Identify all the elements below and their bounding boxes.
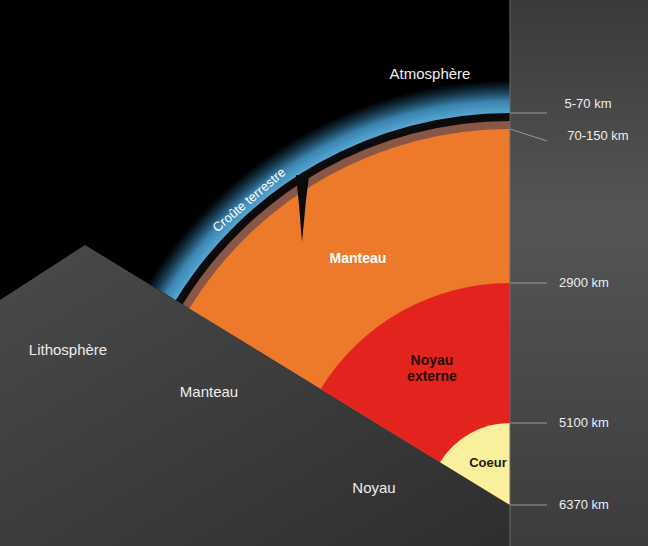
crust-layer [176, 113, 510, 505]
section-name: Manteau [180, 383, 238, 400]
layer-name: Coeur [469, 456, 507, 471]
layer-name: Manteau [330, 250, 387, 266]
section-name: Noyau [352, 479, 395, 496]
depth-label: 5-70 km [565, 97, 612, 112]
depth-label: 5100 km [559, 416, 609, 431]
lithosphere-layer [183, 121, 510, 505]
scale-ticks [510, 113, 547, 505]
atmosphere-layer [148, 80, 510, 505]
scale-panel [510, 0, 648, 546]
mantle-layer [189, 129, 510, 505]
crust-crack [296, 175, 309, 242]
layer-name: Atmosphère [390, 65, 471, 82]
layer-name: Noyau externe [392, 352, 472, 384]
section-name: Lithosphère [29, 341, 107, 358]
depth-label: 6370 km [559, 498, 609, 513]
inner-core-layer [440, 423, 510, 505]
depth-label: 2900 km [559, 276, 609, 291]
depth-label: 70-150 km [567, 129, 628, 144]
axis-line [510, 0, 511, 546]
layer-name: Croûte terrestre [211, 165, 290, 235]
outer-core-layer [321, 283, 510, 505]
